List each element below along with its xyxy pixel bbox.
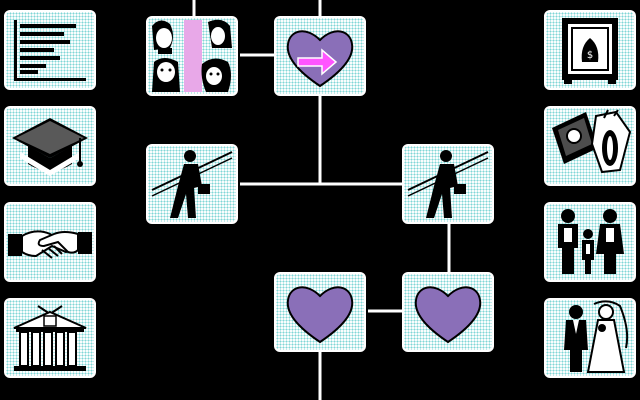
family-tile[interactable]: [544, 202, 636, 282]
bank-building-icon: [13, 305, 87, 371]
stats-tile[interactable]: [4, 10, 96, 90]
graduation-cap-icon: [12, 118, 88, 176]
wedding-couple-icon: [564, 300, 629, 373]
wedding-tile[interactable]: [544, 298, 636, 378]
heart-icon: [286, 286, 354, 344]
svg-text:$: $: [587, 50, 593, 61]
walking-businessman-icon: [407, 150, 489, 218]
business-tile[interactable]: [4, 202, 96, 282]
money-safe-icon: $: [562, 18, 618, 84]
education-tile[interactable]: [4, 106, 96, 186]
heart-with-arrow-icon: [286, 30, 354, 88]
bar-graph-icon: [14, 20, 86, 81]
shopping-tile[interactable]: [544, 106, 636, 186]
bank-tile[interactable]: [4, 298, 96, 378]
walker-left-tile[interactable]: [146, 144, 238, 224]
people-faces-icon: [152, 19, 232, 92]
shopping-items-icon: [552, 109, 632, 174]
walker-right-tile[interactable]: [402, 144, 494, 224]
handshake-icon: [8, 230, 92, 259]
people-tile[interactable]: [146, 16, 238, 96]
heart-icon: [414, 286, 482, 344]
safe-tile[interactable]: $: [544, 10, 636, 90]
family-icon: [558, 209, 624, 274]
heart-arrow-tile[interactable]: [274, 16, 366, 96]
heart-bottom-left-tile[interactable]: [274, 272, 366, 352]
walking-businessman-icon: [151, 150, 233, 218]
heart-bottom-right-tile[interactable]: [402, 272, 494, 352]
